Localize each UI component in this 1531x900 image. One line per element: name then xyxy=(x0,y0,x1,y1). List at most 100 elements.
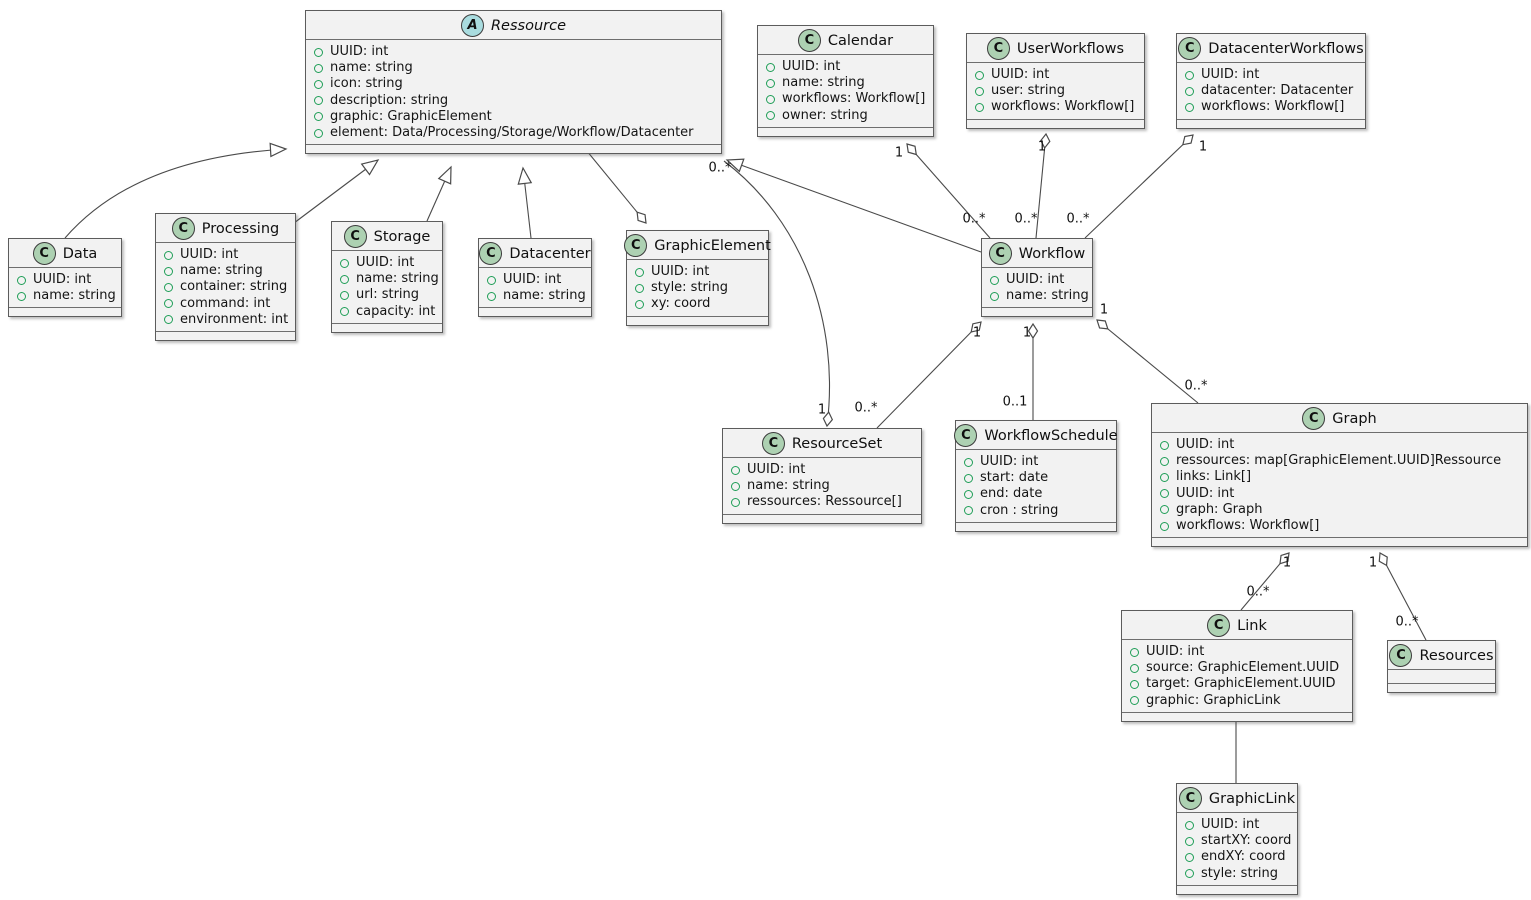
methods-compartment xyxy=(1177,886,1297,894)
field-visibility-icon xyxy=(164,299,173,309)
multiplicity-label: 1 xyxy=(1368,555,1378,571)
field-visibility-icon xyxy=(164,283,173,292)
multiplicity-label: 0..* xyxy=(854,400,878,416)
methods-compartment xyxy=(156,332,295,340)
attribute-text: UUID: int xyxy=(782,59,841,74)
field-visibility-icon xyxy=(975,70,984,80)
multiplicity-label: 1 xyxy=(1037,139,1047,155)
field-visibility-icon xyxy=(731,498,740,507)
class-name: GraphicElement xyxy=(654,237,771,254)
attribute-row: startXY: coord xyxy=(1185,833,1291,849)
field-visibility-icon xyxy=(1185,86,1194,96)
attribute-text: owner: string xyxy=(782,107,868,123)
multiplicity-label: 0..* xyxy=(1184,378,1208,394)
edge-graph-resources xyxy=(1380,553,1427,641)
attribute-text: UUID: int xyxy=(1176,485,1235,501)
attribute-text: UUID: int xyxy=(991,67,1050,82)
attribute-row: environment: int xyxy=(164,312,288,328)
field-visibility-icon xyxy=(340,291,349,300)
edge-graph-link xyxy=(1240,553,1289,611)
attribute-row: UUID: int xyxy=(17,272,113,288)
field-visibility-icon xyxy=(964,490,973,499)
attribute-text: command: int xyxy=(180,295,271,311)
attribute-text: url: string xyxy=(356,287,420,303)
attribute-text: graphic: GraphicLink xyxy=(1146,692,1281,708)
class-badge-icon: C xyxy=(32,242,56,265)
multiplicity-label: 1 xyxy=(894,145,904,161)
class-name: Workflow xyxy=(1018,245,1086,262)
attribute-row: user: string xyxy=(975,83,1136,99)
edge-data-extends-ressource xyxy=(64,142,288,239)
class-badge-icon: C xyxy=(1178,787,1202,810)
attribute-text: capacity: int xyxy=(356,303,436,319)
attribute-text: name: string xyxy=(330,60,413,76)
field-visibility-icon xyxy=(314,128,323,138)
class-badge-icon: C xyxy=(797,29,821,52)
multiplicity-label: 0..* xyxy=(1066,211,1090,227)
methods-compartment xyxy=(1177,120,1365,128)
attribute-text: workflows: Workflow[] xyxy=(1201,99,1345,115)
attribute-row: cron : string xyxy=(964,503,1108,519)
attribute-row: description: string xyxy=(314,93,713,109)
class-badge-icon: C xyxy=(1207,614,1231,637)
attribute-text: source: GraphicElement.UUID xyxy=(1146,660,1340,676)
attribute-row: UUID: int xyxy=(1185,817,1289,833)
class-name: Storage xyxy=(373,228,431,245)
attribute-row: UUID: int xyxy=(731,462,913,478)
field-visibility-icon xyxy=(731,481,740,491)
attribute-row: UUID: int xyxy=(766,59,925,75)
methods-compartment xyxy=(9,308,121,316)
attribute-text: UUID: int xyxy=(651,264,710,279)
attribute-row: UUID: int xyxy=(1185,67,1357,83)
attribute-text: name: string xyxy=(782,75,865,91)
attribute-text: UUID: int xyxy=(503,272,562,287)
attribute-row: style: string xyxy=(635,280,760,296)
attribute-text: workflows: Workflow[] xyxy=(782,91,926,107)
multiplicity-label: 0..1 xyxy=(1002,394,1028,410)
class-name: GraphicLink xyxy=(1208,790,1296,807)
class-title-graphic-link: C GraphicLink xyxy=(1177,784,1297,813)
multiplicity-label: 1 xyxy=(1022,325,1032,341)
multiplicity-label: 0..* xyxy=(1395,614,1419,630)
field-visibility-icon xyxy=(314,63,323,73)
edge-graphicelement-ressource xyxy=(581,144,646,223)
methods-compartment xyxy=(306,145,721,153)
edge-storage-extends-ressource xyxy=(426,165,452,222)
class-title-link: C Link xyxy=(1122,611,1352,640)
field-visibility-icon xyxy=(164,266,173,276)
field-visibility-icon xyxy=(635,283,644,293)
attribute-text: workflows: Workflow[] xyxy=(1176,518,1320,534)
field-visibility-icon xyxy=(635,267,644,277)
field-visibility-icon xyxy=(340,274,349,284)
attribute-text: datacenter: Datacenter xyxy=(1201,83,1354,99)
attribute-row: UUID: int xyxy=(314,44,713,60)
field-visibility-icon xyxy=(1160,440,1169,450)
field-visibility-icon xyxy=(1130,680,1139,689)
field-visibility-icon xyxy=(1160,456,1169,466)
field-visibility-icon xyxy=(766,111,775,121)
field-visibility-icon xyxy=(487,275,496,285)
edge-workflow-graph xyxy=(1097,320,1199,404)
field-visibility-icon xyxy=(17,291,26,301)
methods-compartment xyxy=(758,128,933,136)
attribute-row: name: string xyxy=(314,60,713,76)
attribute-row: UUID: int xyxy=(487,272,583,288)
attribute-text: name: string xyxy=(747,478,830,494)
class-name: Link xyxy=(1237,617,1267,634)
attribute-row: name: string xyxy=(766,75,925,91)
methods-compartment xyxy=(723,515,921,523)
